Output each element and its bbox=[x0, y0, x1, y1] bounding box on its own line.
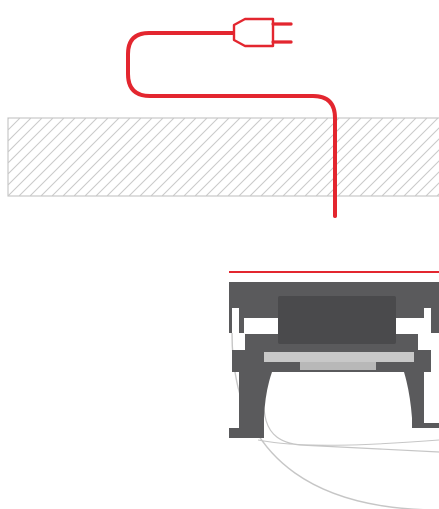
hatch-line bbox=[8, 118, 65, 175]
ceiling-outline bbox=[7, 117, 439, 197]
hatch-line bbox=[29, 118, 109, 196]
hatch-line bbox=[183, 118, 263, 196]
led-strip bbox=[300, 362, 376, 370]
profile-top-channel bbox=[278, 296, 396, 344]
hatch-line bbox=[8, 118, 54, 164]
diffuser-outline bbox=[231, 332, 425, 509]
ceiling-section bbox=[7, 117, 439, 197]
hatch-line bbox=[8, 118, 87, 196]
hatch-line bbox=[194, 118, 274, 196]
hatch-line bbox=[8, 118, 32, 142]
hatch-line bbox=[95, 118, 175, 196]
hatch-line bbox=[282, 118, 362, 196]
hatch-line bbox=[8, 118, 76, 186]
ceiling-hatch-pattern bbox=[8, 118, 439, 196]
hatch-line bbox=[304, 118, 384, 196]
hatch-line bbox=[73, 118, 153, 196]
hatch-line bbox=[106, 118, 186, 196]
hatch-line bbox=[403, 160, 439, 196]
hatch-line bbox=[139, 118, 219, 196]
diffuser-lower-edge bbox=[257, 439, 439, 446]
hatch-line bbox=[150, 118, 230, 196]
hatch-line bbox=[392, 149, 439, 196]
hatch-line bbox=[128, 118, 208, 196]
hatch-line bbox=[8, 118, 21, 131]
hatch-line bbox=[84, 118, 164, 196]
profile-mount-slot-right bbox=[396, 318, 430, 334]
hatch-line bbox=[414, 171, 439, 196]
hatch-line bbox=[51, 118, 131, 196]
hatch-line bbox=[315, 118, 395, 196]
hatch-line bbox=[359, 118, 439, 196]
hatch-line bbox=[161, 118, 241, 196]
aluminium-profile-cross-section bbox=[229, 282, 439, 438]
hatch-line bbox=[205, 118, 285, 196]
power-cable bbox=[126, 31, 337, 218]
hatch-line bbox=[8, 118, 43, 153]
hatch-line bbox=[62, 118, 142, 196]
hatch-line bbox=[260, 118, 340, 196]
hatch-line bbox=[326, 118, 406, 196]
power-plug-icon bbox=[232, 17, 293, 48]
hatch-line bbox=[40, 118, 120, 196]
hatch-line bbox=[172, 118, 252, 196]
hatch-line bbox=[337, 118, 417, 196]
hatch-line bbox=[227, 118, 307, 196]
profile-led-rail bbox=[264, 352, 414, 362]
power-cable-group bbox=[126, 17, 337, 218]
hatch-line bbox=[370, 127, 439, 196]
hatch-line bbox=[381, 138, 439, 196]
hatch-line bbox=[249, 118, 329, 196]
hatch-line bbox=[216, 118, 296, 196]
hatch-line bbox=[18, 118, 98, 196]
hatch-line bbox=[117, 118, 197, 196]
profile-mount-slot-left bbox=[244, 318, 278, 334]
hatch-line bbox=[348, 118, 428, 196]
hatch-line bbox=[238, 118, 318, 196]
